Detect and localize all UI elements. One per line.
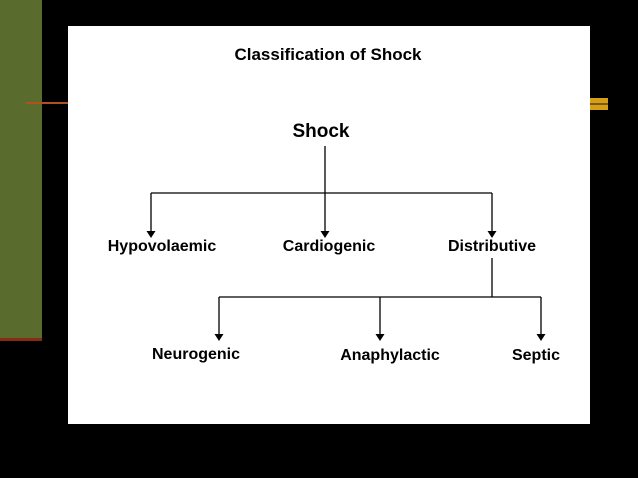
arrowhead-anaphylactic	[375, 334, 385, 341]
side-accent-bar-edge	[0, 338, 42, 341]
root-node-shock: Shock	[292, 121, 349, 142]
node-cardiogenic: Cardiogenic	[283, 238, 376, 255]
diagram-panel	[68, 26, 590, 424]
arrowhead-hypovolaemic	[146, 231, 156, 238]
left-accent-rule	[26, 102, 70, 104]
side-accent-bar	[0, 0, 42, 340]
node-septic: Septic	[512, 347, 560, 364]
arrowhead-cardiogenic	[320, 231, 330, 238]
diagram-title: Classification of Shock	[234, 45, 422, 64]
right-accent-block-line	[590, 103, 608, 105]
arrowhead-septic	[536, 334, 546, 341]
arrowhead-neurogenic	[214, 334, 224, 341]
node-distributive: Distributive	[448, 238, 536, 255]
node-anaphylactic: Anaphylactic	[340, 347, 440, 364]
node-hypovolaemic: Hypovolaemic	[108, 238, 217, 255]
node-neurogenic: Neurogenic	[152, 346, 240, 363]
arrowhead-distributive	[487, 231, 497, 238]
